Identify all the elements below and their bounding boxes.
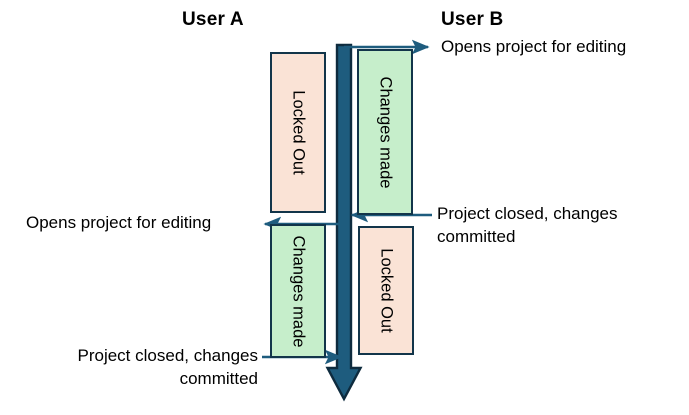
event-label-line-2: committed (437, 226, 516, 246)
event-label-user-b-opens: Opens project for editing (441, 37, 627, 56)
lane-header-user-b: User B (441, 9, 504, 30)
event-label-user-b-closes: Project closed, changes committed (437, 203, 618, 249)
event-label-line-2: committed (179, 368, 258, 388)
box-label: Locked Out (289, 90, 308, 175)
box-user-b-locked-out-bottom: Locked Out (358, 226, 414, 355)
box-label: Changes made (376, 76, 395, 188)
box-user-b-changes-made-top: Changes made (357, 49, 413, 215)
event-label-user-a-opens: Opens project for editing (26, 213, 212, 232)
event-label-user-a-closes: Project closed, changes committed (0, 345, 259, 391)
box-label: Changes made (289, 235, 308, 347)
box-label: Locked Out (377, 248, 396, 333)
event-label-line-1: Project closed, changes (77, 346, 259, 365)
box-user-a-locked-out-top: Locked Out (270, 52, 326, 213)
timeline-arrow (325, 43, 363, 402)
box-user-a-changes-made-bottom: Changes made (270, 224, 326, 358)
event-label-line-1: Project closed, changes (437, 204, 618, 223)
lane-header-user-a: User A (182, 9, 244, 30)
